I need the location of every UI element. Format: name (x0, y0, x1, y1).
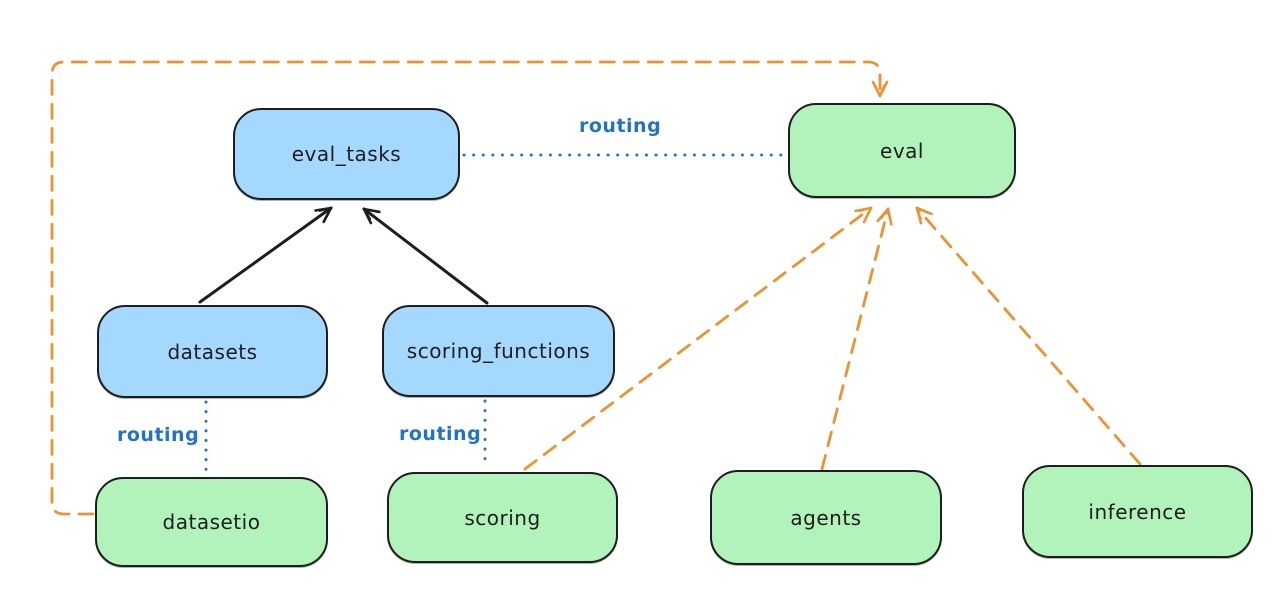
node-agents[interactable]: agents (710, 470, 942, 565)
node-inference[interactable]: inference (1022, 465, 1253, 558)
node-datasets-label: datasets (167, 339, 258, 364)
edge-scoring-functions-to-eval-tasks (362, 207, 489, 305)
edge-inference-to-eval (915, 206, 1142, 466)
node-scoring-functions[interactable]: scoring_functions (382, 305, 615, 397)
routing-label-scoring-functions-scoring: routing (399, 423, 482, 445)
node-eval-tasks-label: eval_tasks (291, 142, 402, 166)
node-scoring-label: scoring (464, 505, 541, 530)
node-scoring-functions-label: scoring_functions (406, 339, 591, 363)
node-scoring[interactable]: scoring (387, 472, 618, 563)
edge-agents-to-eval (820, 206, 893, 471)
edge-datasetio-to-eval (50, 60, 889, 516)
node-eval[interactable]: eval (788, 103, 1016, 198)
edge-datasets-to-eval-tasks (198, 206, 333, 304)
edge-scoring-to-eval (523, 206, 873, 471)
node-inference-label: inference (1088, 499, 1187, 524)
node-datasetio-label: datasetio (162, 510, 261, 534)
node-agents-label: agents (790, 505, 862, 530)
routing-label-eval-tasks-eval: routing (579, 115, 662, 137)
node-eval-label: eval (880, 138, 924, 163)
node-datasets[interactable]: datasets (97, 305, 328, 398)
node-eval-tasks[interactable]: eval_tasks (233, 108, 460, 200)
routing-label-datasets-datasetio: routing (117, 424, 200, 446)
node-datasetio[interactable]: datasetio (95, 477, 328, 567)
